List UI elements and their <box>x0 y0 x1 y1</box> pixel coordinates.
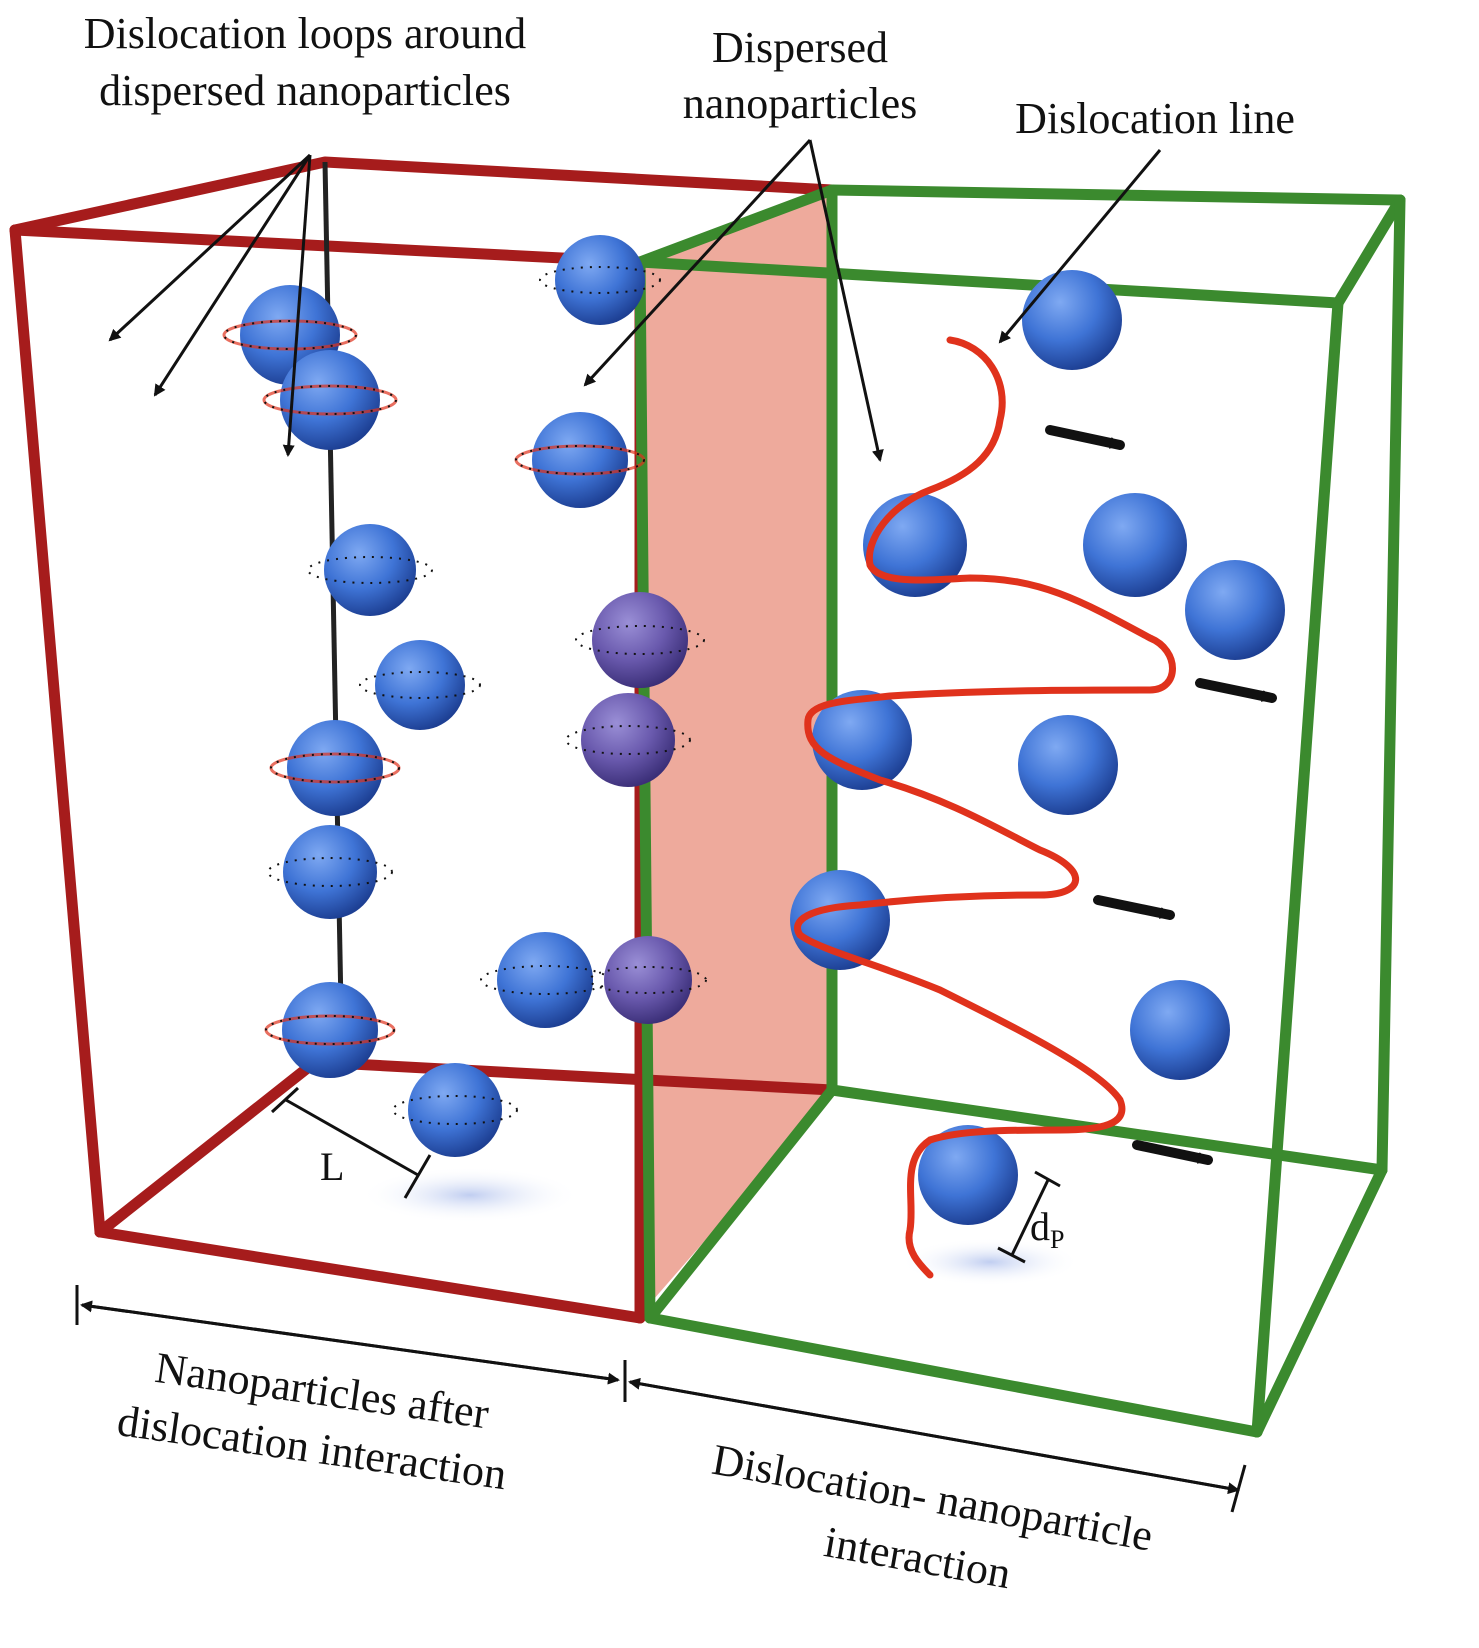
nanoparticle-with-loop <box>269 720 401 816</box>
nanoparticle-with-loop <box>565 693 691 787</box>
motion-arrow <box>1093 895 1175 920</box>
leader-arrow <box>808 139 884 462</box>
slip-plane <box>640 190 832 1315</box>
nanoparticle-with-loop <box>267 825 393 919</box>
dispersed-label-line2: nanoparticles <box>683 79 918 128</box>
span-arrows <box>75 1285 1247 1513</box>
left-nanoparticles <box>222 235 707 1157</box>
spacing-dimension <box>270 1086 432 1199</box>
particle-shadow <box>900 1238 1080 1286</box>
nanoparticle-with-loop <box>307 524 433 616</box>
nanoparticle-with-loop <box>539 235 661 325</box>
dislocation-line <box>794 336 1176 1279</box>
dislocation-line-label: Dislocation line <box>1015 94 1295 143</box>
leader-arrow <box>153 154 312 397</box>
nanoparticle <box>918 1125 1018 1225</box>
motion-arrow <box>1132 1140 1213 1165</box>
leader-arrow <box>282 154 312 457</box>
nanoparticle-with-loop <box>264 982 396 1078</box>
left-box-back-edge <box>322 161 345 1061</box>
diameter-dimension <box>997 1170 1061 1264</box>
leader-arrow <box>998 149 1162 344</box>
leader-arrow <box>583 138 812 387</box>
nanoparticle-with-loop <box>359 640 481 730</box>
leader-arrow <box>108 153 312 342</box>
nanoparticle <box>1083 493 1187 597</box>
motion-arrows <box>1045 425 1277 1165</box>
right-nanoparticles <box>790 270 1285 1225</box>
nanoparticle-with-loop <box>589 936 707 1024</box>
spacing-label: L <box>320 1144 344 1189</box>
nanoparticle-with-loop <box>262 350 398 450</box>
motion-arrow <box>1045 425 1125 450</box>
particle-shadow <box>360 1167 580 1223</box>
nanoparticle-with-loop <box>392 1063 518 1157</box>
dispersed-label-line1: Dispersed <box>712 23 888 72</box>
nanoparticle <box>1185 560 1285 660</box>
loops-label-line2: dispersed nanoparticles <box>99 66 511 115</box>
nanoparticle-with-loop <box>514 412 646 508</box>
nanoparticle-with-loop <box>575 592 705 688</box>
diameter-label: dP <box>1030 1204 1064 1254</box>
leader-arrows <box>108 138 1162 462</box>
motion-arrow <box>1195 678 1277 703</box>
right-box <box>634 184 1406 1438</box>
loops-label-line1: Dislocation loops around <box>84 9 526 58</box>
nanoparticle <box>1130 980 1230 1080</box>
nanoparticle <box>1018 715 1118 815</box>
nanoparticle-with-loop <box>480 932 610 1028</box>
nanoparticle <box>1022 270 1122 370</box>
